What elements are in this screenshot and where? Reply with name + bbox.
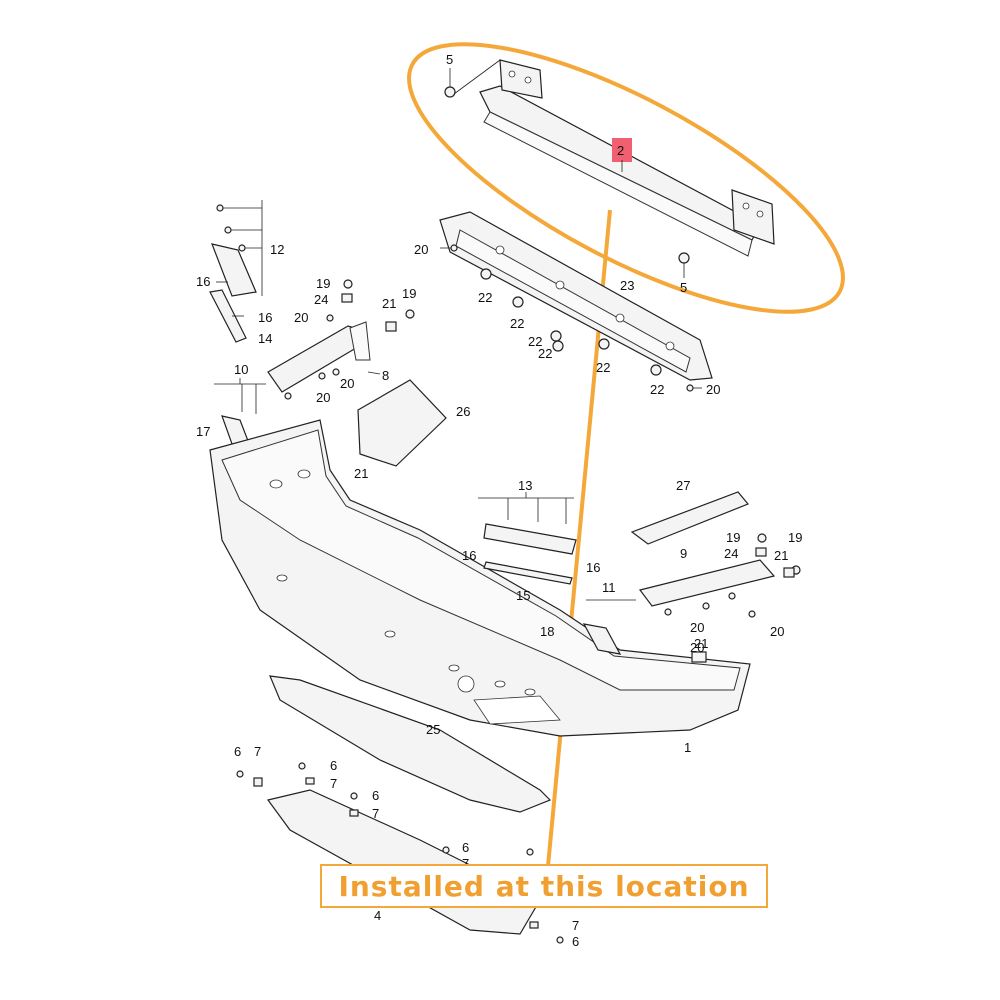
label-part-20: 20 bbox=[690, 640, 704, 655]
label-part-20: 20 bbox=[294, 310, 308, 325]
label-part-2: 2 bbox=[617, 143, 624, 158]
callout-text: Installed at this location bbox=[338, 869, 750, 903]
label-part-5: 5 bbox=[446, 52, 453, 67]
label-part-15: 15 bbox=[516, 588, 530, 603]
callout-box: Installed at this location bbox=[320, 864, 768, 908]
label-part-20: 20 bbox=[414, 242, 428, 257]
label-part-20: 20 bbox=[690, 620, 704, 635]
label-part-16: 16 bbox=[258, 310, 272, 325]
label-part-22: 22 bbox=[538, 346, 552, 361]
label-part-26: 26 bbox=[456, 404, 470, 419]
nut-part-5-left bbox=[444, 59, 501, 98]
label-part-22: 22 bbox=[478, 290, 492, 305]
fasteners-right-group bbox=[664, 533, 801, 663]
nut-part-5-right bbox=[678, 252, 690, 278]
label-part-7: 7 bbox=[462, 856, 469, 871]
label-part-21: 21 bbox=[774, 548, 788, 563]
part-labels: 1 2 4 5 5 6 6 6 6 6 7 7 7 7 7 8 9 10 11 … bbox=[196, 52, 802, 949]
label-part-22: 22 bbox=[650, 382, 664, 397]
label-part-6: 6 bbox=[572, 934, 579, 949]
screws-part-20-carrier bbox=[440, 244, 702, 392]
label-part-10: 10 bbox=[234, 362, 248, 377]
label-part-12: 12 bbox=[270, 242, 284, 257]
bracket-part-8 bbox=[267, 321, 381, 393]
label-part-24: 24 bbox=[724, 546, 738, 561]
bracket-part-9 bbox=[638, 559, 776, 607]
label-part-11: 11 bbox=[602, 580, 616, 595]
reinforcement-beam bbox=[479, 59, 775, 257]
label-part-6: 6 bbox=[372, 788, 379, 803]
label-part-6: 6 bbox=[330, 758, 337, 773]
label-part-19: 19 bbox=[402, 286, 416, 301]
label-part-7: 7 bbox=[330, 776, 337, 791]
highlight-marker bbox=[612, 138, 632, 162]
label-part-22: 22 bbox=[510, 316, 524, 331]
fasteners-lower bbox=[236, 762, 564, 944]
left-side-brackets bbox=[209, 200, 263, 343]
label-part-16: 16 bbox=[196, 274, 210, 289]
label-part-22: 22 bbox=[596, 360, 610, 375]
label-part-13: 13 bbox=[518, 478, 532, 493]
highlight-ellipse bbox=[407, 42, 845, 314]
label-part-9: 9 bbox=[680, 546, 687, 561]
bumper-carrier bbox=[439, 211, 713, 381]
label-part-21: 21 bbox=[694, 636, 708, 651]
clips-part-22 bbox=[480, 268, 662, 376]
label-part-7: 7 bbox=[572, 918, 579, 933]
label-part-1: 1 bbox=[684, 740, 691, 755]
label-part-19: 19 bbox=[788, 530, 802, 545]
fasteners-left-group bbox=[284, 279, 415, 400]
label-part-18: 18 bbox=[540, 624, 554, 639]
center-brackets bbox=[478, 492, 577, 585]
label-part-7: 7 bbox=[372, 806, 379, 821]
label-part-6: 6 bbox=[234, 744, 241, 759]
label-part-14: 14 bbox=[258, 331, 272, 346]
label-part-16: 16 bbox=[462, 548, 476, 563]
label-part-8: 8 bbox=[382, 368, 389, 383]
guide-part-11 bbox=[582, 599, 636, 655]
label-part-20: 20 bbox=[770, 624, 784, 639]
label-part-20: 20 bbox=[706, 382, 720, 397]
label-part-19: 19 bbox=[316, 276, 330, 291]
label-part-7: 7 bbox=[254, 744, 261, 759]
label-part-16: 16 bbox=[586, 560, 600, 575]
label-part-21: 21 bbox=[354, 466, 368, 481]
heat-shield-part-26 bbox=[357, 379, 447, 467]
label-part-21: 21 bbox=[382, 296, 396, 311]
label-part-17: 17 bbox=[196, 424, 210, 439]
label-part-19: 19 bbox=[726, 530, 740, 545]
label-part-20: 20 bbox=[316, 390, 330, 405]
label-part-5: 5 bbox=[680, 280, 687, 295]
label-part-23: 23 bbox=[620, 278, 634, 293]
trim-part-27 bbox=[630, 491, 749, 545]
label-part-20: 20 bbox=[340, 376, 354, 391]
label-part-24: 24 bbox=[314, 292, 328, 307]
label-part-25: 25 bbox=[426, 722, 440, 737]
label-part-4: 4 bbox=[374, 908, 381, 923]
label-part-22: 22 bbox=[528, 334, 542, 349]
guide-part-10 bbox=[214, 378, 266, 447]
label-part-6: 6 bbox=[462, 840, 469, 855]
bumper-cover-part-1 bbox=[209, 419, 751, 737]
label-part-27: 27 bbox=[676, 478, 690, 493]
